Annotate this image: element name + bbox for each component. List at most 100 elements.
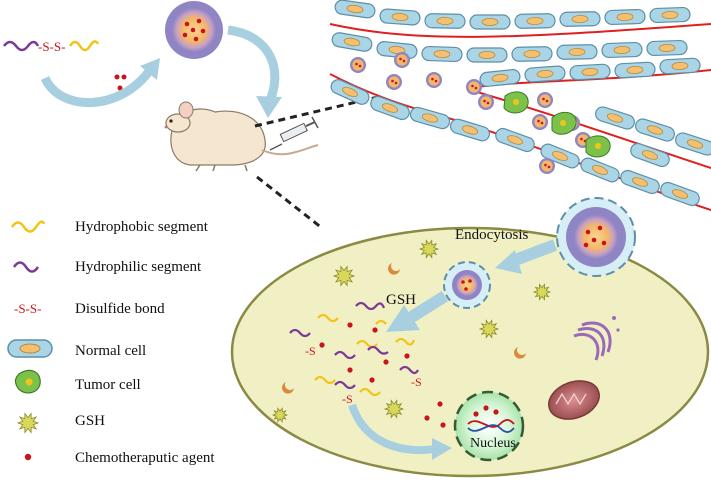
- normal-cell: [511, 46, 553, 62]
- injection-arrow-head: [256, 96, 282, 118]
- mouse-illustration: [164, 101, 319, 172]
- gsh-molecule: [271, 407, 289, 423]
- circulating-micelle: [426, 72, 442, 88]
- released-fragments: [289, 301, 419, 397]
- gsh-molecule: [332, 265, 356, 287]
- assembly-arrow-head: [140, 58, 160, 80]
- normal-cell: [421, 45, 463, 63]
- tumor-cell-cytoplasm: [230, 226, 710, 478]
- gsh-star-icon: [16, 412, 40, 434]
- thiol-label: -S: [342, 392, 353, 406]
- normal-cell: [479, 69, 521, 87]
- circulating-micelle: [394, 52, 410, 68]
- normal-cell: [331, 32, 373, 52]
- hydrophilic-chain: [3, 40, 40, 52]
- drug-dot: [114, 74, 120, 80]
- legend-label: Disulfide bond: [75, 301, 165, 317]
- assembly-arrow: [40, 67, 154, 108]
- gsh-star-icon-shape: [16, 412, 40, 434]
- circulating-micelle: [539, 158, 555, 174]
- normal-cell: [334, 0, 376, 19]
- legend-label: Chemotheraputic agent: [75, 450, 215, 466]
- normal-cell: [569, 63, 611, 81]
- normal-cell: [469, 14, 511, 30]
- vessel-wall-top: [329, 23, 711, 38]
- normal-cell: [514, 13, 556, 29]
- tumor-cell-icon: [14, 369, 41, 394]
- mitochondrion: [548, 380, 600, 420]
- normal-cell: [495, 127, 535, 153]
- disulfide-bond-icon-text: -S-S-: [14, 301, 41, 316]
- yellow-wave-icon: [10, 220, 46, 233]
- vessel-wall-branch-lower: [469, 89, 711, 169]
- normal-cell: [556, 44, 598, 60]
- gsh-molecule: [478, 319, 500, 339]
- normal-cell-icon: [7, 339, 53, 358]
- normal-cell: [649, 6, 691, 24]
- normal-cell: [370, 95, 410, 121]
- normal-cell: [330, 79, 370, 105]
- endocytosis-label: Endocytosis: [455, 227, 528, 243]
- normal-cell: [601, 41, 643, 59]
- normal-cell: [659, 57, 701, 75]
- circulating-micelle: [386, 74, 402, 90]
- circulating-micelle: [537, 92, 553, 108]
- polymer-linker-label: -S-S-: [38, 39, 65, 54]
- gsh-molecule: [383, 399, 405, 419]
- gsh-molecules: [271, 239, 552, 423]
- legend-label: GSH: [75, 413, 105, 429]
- normal-cell: [524, 65, 566, 83]
- endocytosis-arrow-head: [495, 250, 522, 274]
- vesicle-crescents: [282, 263, 526, 394]
- incoming-micelle: [556, 197, 636, 277]
- normal-cell: [540, 143, 580, 169]
- normal-cell: [466, 47, 508, 63]
- drug-dot: [424, 415, 430, 421]
- endosome: [443, 261, 491, 309]
- normal-cell: [635, 118, 675, 142]
- drug-dot: [121, 74, 127, 80]
- legend-label: Hydrophilic segment: [75, 259, 202, 275]
- normal-cell: [660, 181, 700, 207]
- normal-cell: [559, 11, 601, 27]
- circulating-micelle: [478, 94, 494, 110]
- normal-cell: [614, 61, 656, 79]
- gsh-molecule: [532, 283, 552, 301]
- syringe-icon: [269, 116, 319, 151]
- polymer-assembly: -S-S-: [3, 39, 127, 91]
- normal-cell: [675, 132, 711, 156]
- legend-label: Normal cell: [75, 343, 146, 359]
- circulating-micelle: [466, 79, 482, 95]
- thiol-label: -S: [305, 344, 316, 358]
- nuclear-arrow: [348, 403, 441, 455]
- nucleus-label: Nucleus: [470, 436, 516, 451]
- disulfide-bond-icon: -S-S-: [14, 301, 41, 316]
- normal-cell: [580, 157, 620, 183]
- drug-loaded-micelle: [165, 1, 223, 59]
- legend-label: Hydrophobic segment: [75, 219, 209, 235]
- release-arrow: [406, 290, 449, 324]
- red-dot-icon: [24, 453, 32, 461]
- circulating-micelle: [350, 57, 366, 73]
- golgi-apparatus: [573, 316, 620, 361]
- normal-cell: [595, 106, 635, 130]
- injection-arrow: [227, 25, 280, 107]
- drug-dot: [117, 85, 123, 91]
- hydrophobic-chain: [68, 40, 100, 52]
- normal-cell: [630, 142, 670, 168]
- thiol-label: -S: [411, 375, 422, 389]
- nucleus: [453, 390, 525, 462]
- normal-cell: [620, 169, 660, 195]
- purple-wave-icon: [12, 261, 40, 273]
- zoom-line-cell: [256, 175, 323, 230]
- gsh-label: GSH: [386, 292, 416, 308]
- release-arrow-head: [386, 305, 420, 332]
- normal-cell: [449, 118, 491, 142]
- nuclear-arrow-head: [432, 438, 452, 460]
- legend-label: Tumor cell: [75, 377, 141, 393]
- tumor-cells: [503, 91, 611, 158]
- normal-cell: [424, 13, 466, 29]
- normal-cell: [379, 8, 421, 26]
- circulating-micelle: [532, 114, 548, 130]
